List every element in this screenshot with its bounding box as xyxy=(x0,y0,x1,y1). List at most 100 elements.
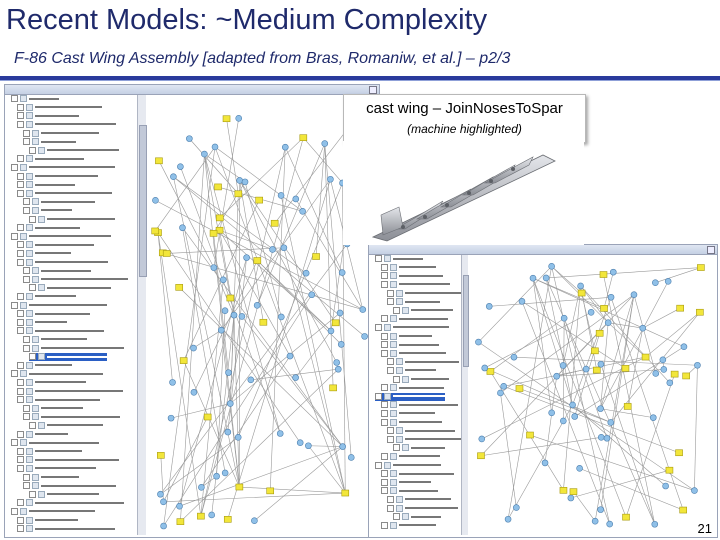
tree-expander-icon[interactable] xyxy=(17,499,24,507)
model-node-icon[interactable] xyxy=(302,269,310,277)
machine-node-icon[interactable] xyxy=(299,134,308,141)
model-node-icon[interactable] xyxy=(277,192,285,199)
tree-expander-icon[interactable] xyxy=(17,387,24,395)
machine-node-icon[interactable] xyxy=(175,284,184,291)
scrollbar-thumb[interactable] xyxy=(463,275,469,367)
tree-expander-icon[interactable] xyxy=(387,495,394,503)
model-node-icon[interactable] xyxy=(201,150,208,158)
model-node-icon[interactable] xyxy=(190,344,197,352)
model-node-icon[interactable] xyxy=(553,372,560,380)
model-node-icon[interactable] xyxy=(560,417,567,425)
model-node-icon[interactable] xyxy=(333,359,340,366)
tree-row[interactable] xyxy=(375,255,423,263)
model-graph-canvas[interactable] xyxy=(147,95,377,535)
model-node-icon[interactable] xyxy=(559,362,567,369)
tree-expander-icon[interactable] xyxy=(23,275,30,283)
tree-row[interactable] xyxy=(381,263,436,272)
machine-node-icon[interactable] xyxy=(665,466,674,474)
model-node-icon[interactable] xyxy=(213,472,220,480)
tree-row[interactable] xyxy=(17,310,90,318)
tree-row[interactable] xyxy=(29,490,99,499)
model-node-icon[interactable] xyxy=(359,306,367,313)
machine-node-icon[interactable] xyxy=(329,384,337,392)
tree-row[interactable] xyxy=(17,172,98,180)
model-node-icon[interactable] xyxy=(292,374,299,381)
tree-row[interactable] xyxy=(381,384,444,392)
model-node-icon[interactable] xyxy=(157,490,164,498)
model-node-icon[interactable] xyxy=(541,459,549,467)
tree-row[interactable] xyxy=(17,378,86,387)
tree-expander-icon[interactable] xyxy=(17,112,24,120)
tree-expander-icon[interactable] xyxy=(381,349,388,357)
machine-node-icon[interactable] xyxy=(682,372,690,380)
tree-expander-icon[interactable] xyxy=(17,310,24,318)
model-node-icon[interactable] xyxy=(587,308,595,316)
tree-expander-icon[interactable] xyxy=(381,315,388,323)
tree-expander-icon[interactable] xyxy=(17,318,24,326)
tree-expander-icon[interactable] xyxy=(23,473,30,481)
tree-row[interactable] xyxy=(17,249,71,258)
tree-expander-icon[interactable] xyxy=(387,298,394,306)
tree-row[interactable] xyxy=(381,409,435,418)
model-node-icon[interactable] xyxy=(577,282,584,290)
tree-expander-icon[interactable] xyxy=(387,427,394,435)
tree-row[interactable] xyxy=(393,306,453,315)
model-node-icon[interactable] xyxy=(169,379,176,386)
tree-expander-icon[interactable] xyxy=(17,396,24,404)
machine-node-icon[interactable] xyxy=(155,157,163,165)
model-graph-canvas[interactable] xyxy=(469,255,715,535)
tree-row[interactable] xyxy=(17,189,112,198)
model-node-icon[interactable] xyxy=(548,409,555,417)
model-node-icon[interactable] xyxy=(609,268,617,276)
tree-row[interactable] xyxy=(23,138,76,146)
model-node-icon[interactable] xyxy=(604,319,612,326)
tree-expander-icon[interactable] xyxy=(17,155,24,163)
tree-expander-icon[interactable] xyxy=(387,435,394,443)
tree-row[interactable] xyxy=(381,521,436,530)
tree-row[interactable] xyxy=(387,298,440,306)
model-node-icon[interactable] xyxy=(666,379,674,387)
tree-expander-icon[interactable] xyxy=(17,181,24,189)
tree-row[interactable] xyxy=(381,470,454,478)
model-node-icon[interactable] xyxy=(518,298,526,305)
tree-row[interactable] xyxy=(17,327,104,335)
model-node-icon[interactable] xyxy=(235,115,243,122)
tree-expander-icon[interactable] xyxy=(375,461,382,469)
tree-row[interactable] xyxy=(17,464,96,473)
model-node-icon[interactable] xyxy=(478,435,486,443)
scrollbar-thumb[interactable] xyxy=(139,125,147,277)
model-node-icon[interactable] xyxy=(170,173,177,181)
tree-expander-icon[interactable] xyxy=(375,392,382,400)
model-node-icon[interactable] xyxy=(221,469,229,477)
model-node-icon[interactable] xyxy=(211,143,219,151)
tree-row[interactable] xyxy=(23,335,87,344)
tree-row[interactable] xyxy=(387,435,462,444)
tree-expander-icon[interactable] xyxy=(17,103,24,111)
tree-row[interactable] xyxy=(11,439,99,447)
tree-row[interactable] xyxy=(23,198,95,206)
tree-expander-icon[interactable] xyxy=(11,439,18,447)
tree-expander-icon[interactable] xyxy=(393,306,400,314)
machine-node-icon[interactable] xyxy=(623,403,632,410)
tree-row[interactable] xyxy=(23,413,120,421)
machine-node-icon[interactable] xyxy=(341,489,350,497)
tree-row[interactable] xyxy=(17,516,78,524)
tree-row[interactable] xyxy=(11,507,95,516)
tree-expander-icon[interactable] xyxy=(29,215,36,223)
machine-node-icon[interactable] xyxy=(641,353,650,361)
model-node-icon[interactable] xyxy=(278,313,285,321)
model-node-icon[interactable] xyxy=(234,433,242,441)
machine-node-icon[interactable] xyxy=(197,512,205,520)
tree-row[interactable] xyxy=(17,292,76,301)
model-node-icon[interactable] xyxy=(691,487,698,494)
tree-row[interactable] xyxy=(387,504,458,512)
tree-row[interactable] xyxy=(17,241,94,249)
model-node-icon[interactable] xyxy=(198,484,205,491)
model-node-icon[interactable] xyxy=(597,360,605,368)
model-node-icon[interactable] xyxy=(221,307,229,315)
tree-row[interactable] xyxy=(381,341,439,349)
model-node-icon[interactable] xyxy=(548,263,555,270)
machine-node-icon[interactable] xyxy=(676,304,684,312)
model-node-icon[interactable] xyxy=(485,303,493,310)
tree-expander-icon[interactable] xyxy=(11,301,18,309)
